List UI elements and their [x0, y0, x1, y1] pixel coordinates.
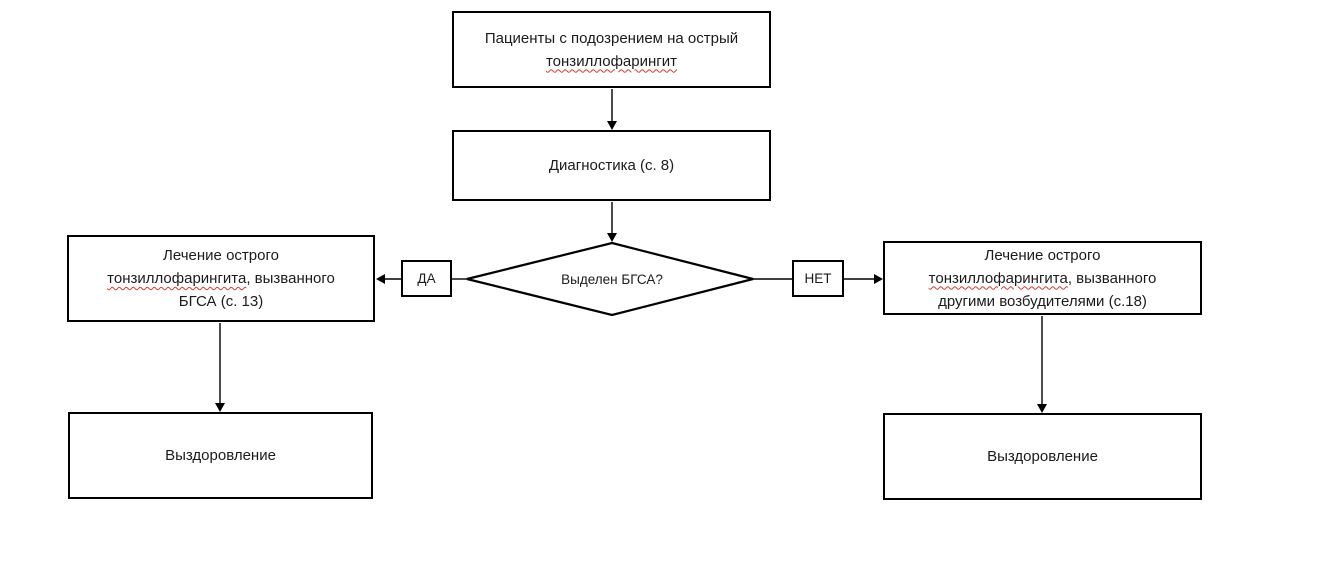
node-diagnostics: Диагностика (с. 8)	[452, 130, 771, 201]
arrowhead-left-treatment	[376, 274, 385, 284]
branch-yes-label: ДА	[401, 260, 452, 297]
node-decision-label: Выделен БГСА?	[561, 272, 663, 287]
node-diagnostics-label: Диагностика (с. 8)	[548, 157, 675, 174]
arrowhead-down-diagnostics	[607, 121, 617, 130]
arrowhead-right-treatment	[874, 274, 883, 284]
node-treatment-other-line2-word: тонзиллофарингита	[928, 269, 1068, 287]
node-treatment-bgsa-text: Лечение острого тонзиллофарингита, вызва…	[107, 244, 335, 313]
node-treatment-other-text: Лечение острого тонзиллофарингита, вызва…	[929, 244, 1157, 313]
node-recovery-right: Выздоровление	[883, 413, 1202, 500]
node-treatment-bgsa: Лечение острого тонзиллофарингита, вызва…	[67, 235, 375, 322]
node-treatment-other-line1: Лечение острого	[984, 246, 1101, 264]
arrowhead-down-recovery-right	[1037, 404, 1047, 413]
node-treatment-bgsa-line2-word: тонзиллофарингита	[107, 270, 247, 287]
node-treatment-other-line3: другими возбудителями (с.18)	[938, 292, 1147, 310]
node-treatment-other-line2-rest: , вызванного	[1067, 269, 1157, 287]
node-patients: Пациенты с подозрением на острый тонзилл…	[452, 11, 771, 88]
node-treatment-bgsa-line1: Лечение острого	[163, 247, 279, 264]
node-recovery-left-label: Выздоровление	[165, 447, 276, 464]
node-patients-line2: тонзиллофарингит	[545, 52, 677, 70]
decision-diamond	[466, 241, 754, 317]
node-patients-text: Пациенты с подозрением на острый тонзилл…	[485, 27, 738, 73]
node-treatment-bgsa-line3: БГСА (с. 13)	[178, 293, 264, 310]
node-treatment-other: Лечение острого тонзиллофарингита, вызва…	[883, 241, 1202, 315]
node-recovery-left: Выздоровление	[68, 412, 373, 499]
node-treatment-bgsa-line2-rest: , вызванного	[246, 270, 335, 287]
branch-no-label: НЕТ	[792, 260, 844, 297]
arrowhead-down-decision	[607, 233, 617, 242]
node-patients-line1: Пациенты с подозрением на острый	[484, 29, 739, 47]
arrowhead-down-recovery-left	[215, 403, 225, 412]
node-recovery-right-label: Выздоровление	[987, 448, 1098, 465]
